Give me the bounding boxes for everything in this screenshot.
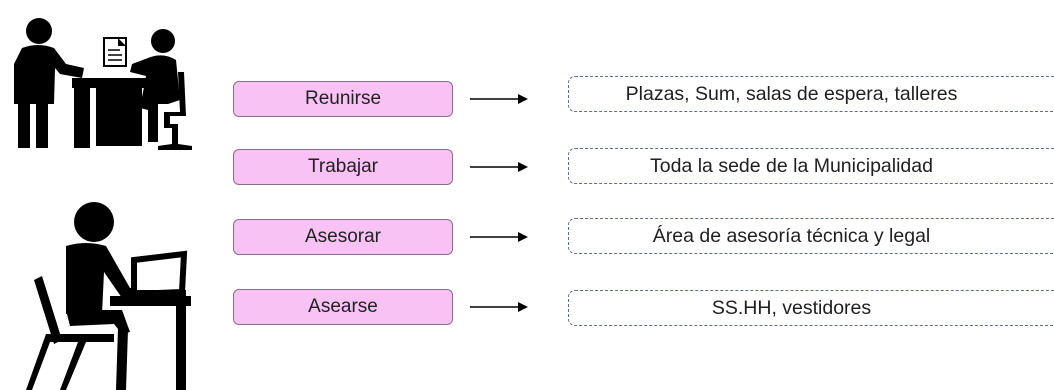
activity-label: Asearse — [308, 296, 378, 317]
activity-label: Reunirse — [304, 88, 382, 109]
place-box-row3: Área de asesoría técnica y legal — [568, 218, 1054, 254]
activity-label: Asesorar — [304, 226, 382, 247]
activity-box-reunirse: Reunirse — [233, 81, 453, 117]
place-label: Área de asesoría técnica y legal — [652, 224, 931, 247]
place-box-row2: Toda la sede de la Municipalidad — [568, 148, 1054, 184]
arrow-icon — [470, 94, 528, 104]
place-box-row1: Plazas, Sum, salas de espera, talleres — [568, 76, 1054, 112]
place-label: Toda la sede de la Municipalidad — [650, 154, 933, 177]
meeting-icon — [14, 18, 192, 150]
place-label: Plazas, Sum, salas de espera, talleres — [625, 82, 958, 105]
activity-box-asesorar: Asesorar — [233, 219, 453, 255]
arrow-icon — [470, 232, 528, 242]
activity-box-trabajar: Trabajar — [233, 149, 453, 185]
desk-worker-icon — [26, 202, 191, 390]
activity-label: Trabajar — [307, 156, 379, 177]
place-label: SS.HH, vestidores — [711, 296, 872, 319]
arrow-icon — [470, 162, 528, 172]
arrow-icon — [470, 302, 528, 312]
place-box-row4: SS.HH, vestidores — [568, 290, 1054, 326]
activity-box-asearse: Asearse — [233, 289, 453, 325]
